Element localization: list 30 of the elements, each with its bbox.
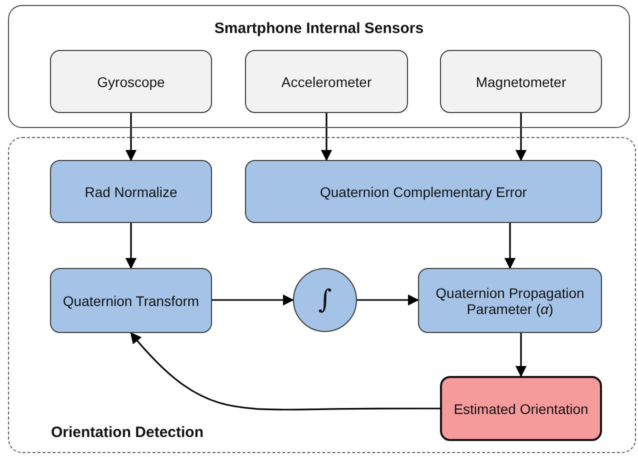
arrow <box>357 294 420 306</box>
arrow <box>130 332 440 410</box>
box-label: Quaternion Propagation Parameter (α) <box>434 284 586 316</box>
arrow <box>515 113 527 162</box>
box-label: Accelerometer <box>280 74 373 90</box>
box-label: Quaternion Transform <box>62 292 200 308</box>
box-label: Gyroscope <box>96 74 166 90</box>
box-label: Quaternion Complementary Error <box>319 184 528 200</box>
arrow <box>515 333 527 378</box>
integral-symbol: ∫ <box>318 285 332 315</box>
process-box <box>418 268 602 333</box>
sensor-box <box>440 50 602 113</box>
arrow <box>504 223 516 270</box>
box-label: Magnetometer <box>474 74 568 90</box>
box-label: Estimated Orientation <box>452 400 590 416</box>
group-panel <box>8 5 630 128</box>
arrow <box>212 294 294 306</box>
arrow <box>125 223 137 270</box>
group-panel <box>8 137 636 453</box>
process-box <box>245 160 602 223</box>
process-box <box>50 160 212 223</box>
arrow <box>125 113 137 162</box>
sensor-box <box>50 50 212 113</box>
group-heading: Orientation Detection <box>51 424 204 441</box>
process-box <box>50 268 212 333</box>
arrow <box>320 113 332 162</box>
output-box <box>440 376 602 441</box>
group-heading: Smartphone Internal Sensors <box>213 20 425 37</box>
box-label: Rad Normalize <box>84 184 178 200</box>
sensor-box <box>245 50 408 113</box>
